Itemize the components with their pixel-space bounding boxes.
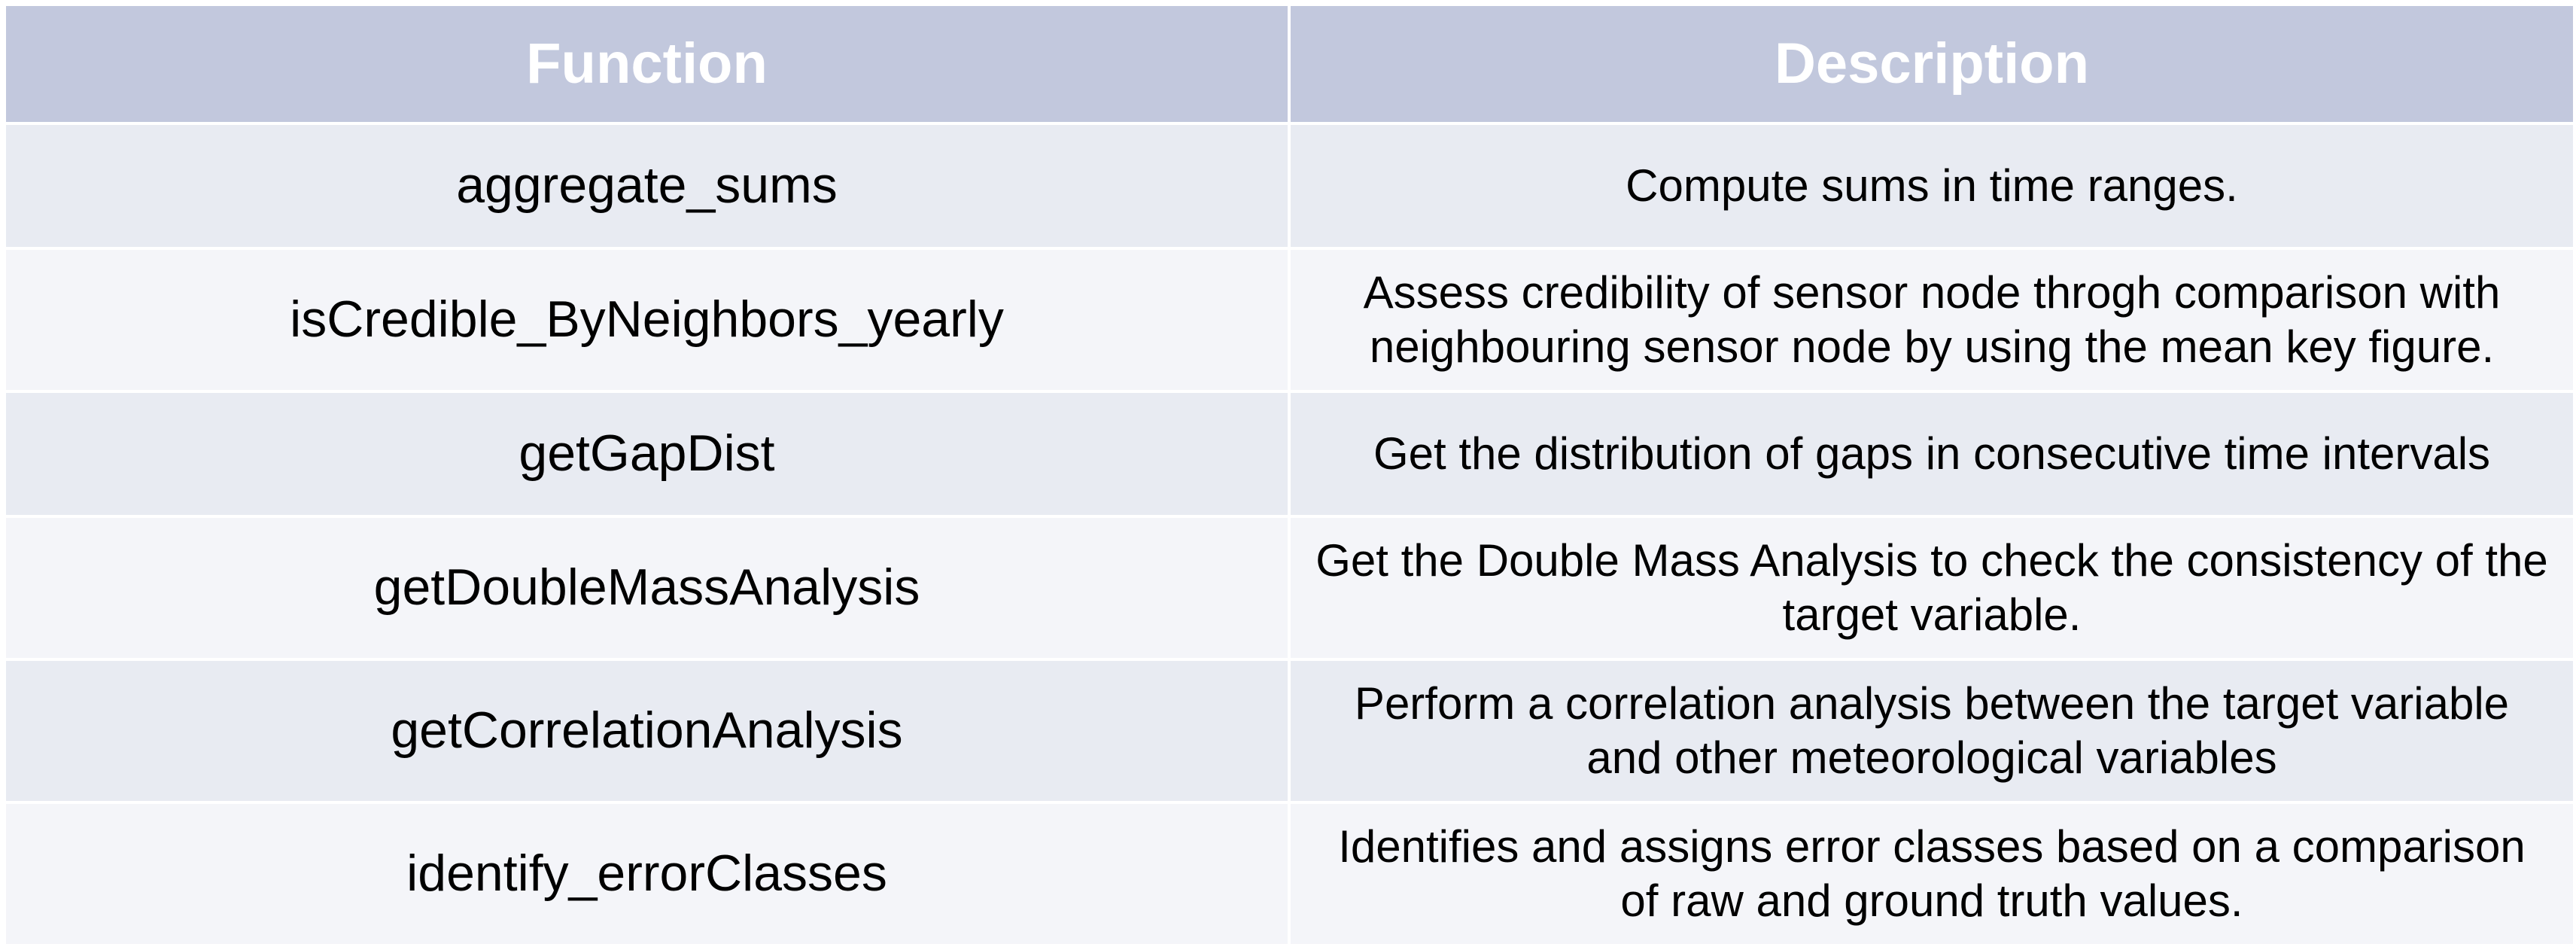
description-cell: Get the distribution of gaps in consecut… <box>1288 390 2576 519</box>
description-cell: Assess credibility of sensor node throgh… <box>1288 247 2576 394</box>
function-cell: aggregate_sums <box>3 121 1291 251</box>
function-cell: getGapDist <box>3 390 1291 519</box>
function-cell: getCorrelationAnalysis <box>3 658 1291 805</box>
table-row: getCorrelationAnalysis Perform a correla… <box>3 658 2576 805</box>
table-row: aggregate_sums Compute sums in time rang… <box>3 121 2576 251</box>
function-cell: identify_errorClasses <box>3 801 1291 947</box>
table-row: identify_errorClasses Identifies and ass… <box>3 801 2576 947</box>
function-cell: getDoubleMassAnalysis <box>3 515 1291 662</box>
description-cell: Perform a correlation analysis between t… <box>1288 658 2576 805</box>
description-cell: Compute sums in time ranges. <box>1288 121 2576 251</box>
description-cell: Identifies and assigns error classes bas… <box>1288 801 2576 947</box>
function-cell: isCredible_ByNeighbors_yearly <box>3 247 1291 394</box>
column-header-function: Function <box>3 3 1291 125</box>
table-row: isCredible_ByNeighbors_yearly Assess cre… <box>3 247 2576 394</box>
table-header-row: Function Description <box>3 3 2576 125</box>
description-cell: Get the Double Mass Analysis to check th… <box>1288 515 2576 662</box>
table-row: getGapDist Get the distribution of gaps … <box>3 390 2576 519</box>
function-table: Function Description aggregate_sums Comp… <box>3 3 2576 947</box>
table-row: getDoubleMassAnalysis Get the Double Mas… <box>3 515 2576 662</box>
column-header-description: Description <box>1288 3 2576 125</box>
